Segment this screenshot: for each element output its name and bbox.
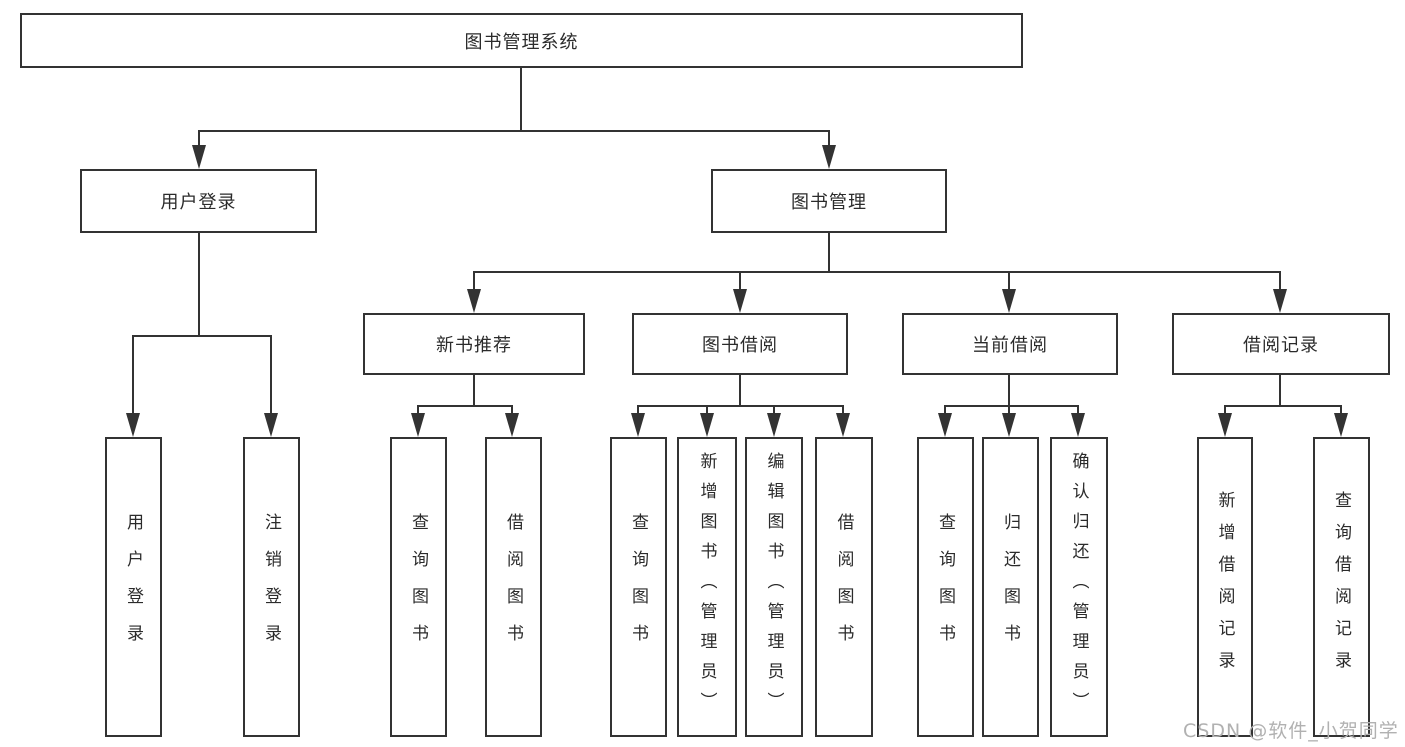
arrowhead-icon [192, 145, 206, 169]
node-label: 借阅记录 [1243, 335, 1319, 356]
arrowhead-icon [700, 413, 714, 437]
leaf-label: 注销登录 [261, 513, 281, 661]
arrowhead-icon [126, 413, 140, 437]
arrowhead-icon [631, 413, 645, 437]
connector-leaf [842, 405, 844, 417]
arrowhead-icon [264, 413, 278, 437]
leaf-query-borrow-record: 查询借阅记录 [1313, 437, 1370, 737]
leaf-logout: 注销登录 [243, 437, 300, 737]
arrowhead-icon [822, 145, 836, 169]
leaf-label: 确认归还（管理员） [1068, 452, 1089, 722]
connector-to-current-borrow [1008, 271, 1010, 291]
connector-user-login-bar [132, 335, 272, 337]
leaf-label: 查询图书 [628, 513, 648, 661]
arrowhead-icon [1002, 413, 1016, 437]
connector-leaf [773, 405, 775, 417]
node-current-borrowing: 当前借阅 [902, 313, 1118, 375]
connector-borrow-record-bar [1224, 405, 1342, 407]
node-label: 新书推荐 [436, 335, 512, 356]
connector-to-leaf-logout [270, 335, 272, 415]
arrowhead-icon [467, 289, 481, 313]
arrowhead-icon [1334, 413, 1348, 437]
connector-leaf [1077, 405, 1079, 417]
leaf-label: 新增图书（管理员） [696, 452, 717, 722]
node-borrowing-records: 借阅记录 [1172, 313, 1390, 375]
leaf-label: 查询图书 [935, 513, 955, 661]
leaf-label: 查询图书 [408, 513, 428, 661]
leaf-label: 查询借阅记录 [1331, 491, 1351, 683]
leaf-label: 编辑图书（管理员） [763, 452, 784, 722]
node-label: 用户登录 [160, 192, 237, 213]
node-book-borrowing: 图书借阅 [632, 313, 848, 375]
arrowhead-icon [767, 413, 781, 437]
node-label: 当前借阅 [972, 335, 1048, 356]
leaf-query-book-under-recommendation: 查询图书 [390, 437, 447, 737]
leaf-label: 新增借阅记录 [1214, 491, 1235, 683]
leaf-query-book-under-current: 查询图书 [917, 437, 974, 737]
arrowhead-icon [505, 413, 519, 437]
connector-leaf [706, 405, 708, 417]
arrowhead-icon [733, 289, 747, 313]
connector-to-book-borrow [739, 271, 741, 291]
leaf-borrow-book: 借阅图书 [815, 437, 873, 737]
connector-book-borrow-stem [739, 375, 741, 407]
arrowhead-icon [1218, 413, 1232, 437]
leaf-label: 归还图书 [1000, 513, 1020, 661]
arrowhead-icon [1071, 413, 1085, 437]
leaf-add-borrow-record: 新增借阅记录 [1197, 437, 1253, 737]
leaf-user-login: 用户登录 [105, 437, 162, 737]
leaf-edit-book-admin: 编辑图书（管理员） [745, 437, 803, 737]
connector-leaf [637, 405, 639, 417]
leaf-label: 借阅图书 [503, 513, 523, 661]
connector-user-login-stem [198, 233, 200, 335]
leaf-label: 用户登录 [123, 513, 143, 661]
arrowhead-icon [1273, 289, 1287, 313]
connector-leaf [1008, 405, 1010, 417]
connector-leaf [1224, 405, 1226, 417]
connector-new-rec-bar [417, 405, 513, 407]
connector-leaf [1340, 405, 1342, 417]
leaf-borrow-book-under-recommendation: 借阅图书 [485, 437, 542, 737]
leaf-label: 借阅图书 [833, 513, 854, 661]
leaf-confirm-return-admin: 确认归还（管理员） [1050, 437, 1108, 737]
connector-leaf [417, 405, 419, 417]
connector-root-stem [520, 68, 522, 130]
connector-book-borrow-bar [637, 405, 844, 407]
connector-new-rec-stem [473, 375, 475, 407]
arrowhead-icon [836, 413, 850, 437]
connector-root-bar [198, 130, 830, 132]
node-new-book-recommendation: 新书推荐 [363, 313, 585, 375]
connector-to-book-management [828, 130, 830, 148]
node-label: 图书管理 [791, 192, 867, 213]
arrowhead-icon [1002, 289, 1016, 313]
leaf-query-book-under-borrowing: 查询图书 [610, 437, 667, 737]
leaf-add-book-admin: 新增图书（管理员） [677, 437, 737, 737]
node-label: 图书借阅 [702, 335, 778, 356]
connector-book-mgmt-stem [828, 233, 830, 273]
node-user-login: 用户登录 [80, 169, 317, 233]
connector-leaf [511, 405, 513, 417]
connector-cur-borrow-bar [944, 405, 1079, 407]
node-label: 图书管理系统 [464, 31, 579, 53]
connector-to-borrow-record [1279, 271, 1281, 291]
connector-to-new-rec [473, 271, 475, 291]
csdn-watermark: CSDN @软件_小贺同学 [1183, 720, 1399, 742]
connector-leaf [944, 405, 946, 417]
arrowhead-icon [938, 413, 952, 437]
connector-to-leaf-user-login [132, 335, 134, 415]
leaf-return-book: 归还图书 [982, 437, 1039, 737]
node-book-management: 图书管理 [711, 169, 947, 233]
connector-to-user-login [198, 130, 200, 148]
connector-cur-borrow-stem [1008, 375, 1010, 407]
connector-borrow-record-stem [1279, 375, 1281, 407]
arrowhead-icon [411, 413, 425, 437]
node-library-management-system: 图书管理系统 [20, 13, 1023, 68]
connector-book-mgmt-bar [473, 271, 1281, 273]
